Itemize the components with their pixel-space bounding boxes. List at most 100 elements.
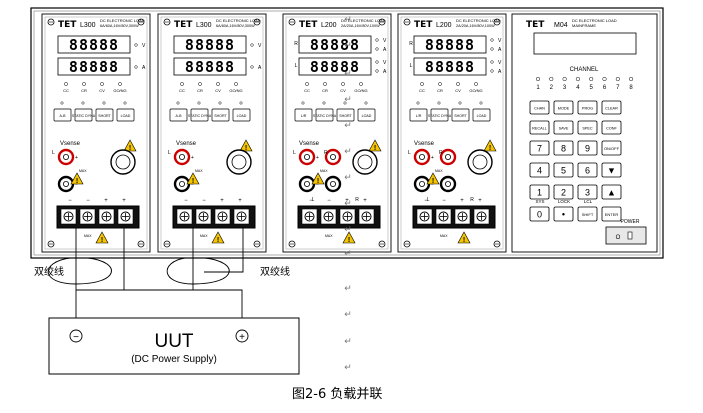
module-button [169, 108, 188, 122]
small-warning-icon [426, 172, 440, 185]
unit-led [375, 69, 379, 73]
uut-negative-terminal [69, 329, 83, 343]
mode-label: CR [81, 88, 87, 93]
button-led [458, 101, 462, 105]
mode-label: CV [99, 88, 105, 93]
button-led [343, 101, 347, 105]
module-button [53, 108, 72, 122]
unit-led [134, 65, 138, 69]
minus-label: − [75, 182, 78, 188]
max-label-strip: MAX [200, 234, 208, 238]
strip-sign: − [86, 198, 90, 204]
return-mark-icon: ↵ [344, 198, 352, 208]
twisted-pair-left [47, 257, 112, 285]
mode-led [359, 82, 363, 86]
button-led [197, 101, 201, 105]
voltage-display [413, 35, 487, 54]
module-spec: 6A/60A,16V/80V,300W [100, 24, 139, 28]
module-button [472, 108, 491, 122]
button-led [102, 101, 106, 105]
mode-led [198, 82, 202, 86]
uut-box: −+UUT(DC Power Supply) [48, 317, 300, 375]
key-sub-label: LOCK [558, 199, 570, 204]
strip-sign: − [327, 198, 331, 204]
load-module-bezel [285, 16, 389, 250]
module-button-label: STATIC DYNA [72, 114, 96, 118]
vsense-label: Vsense [414, 141, 435, 147]
chassis-inner [33, 10, 661, 256]
mode-label: CR [197, 88, 203, 93]
function-key-label: CONF [606, 127, 617, 131]
numeric-key-label: ▼ [607, 166, 616, 176]
unit-label: A [383, 69, 387, 75]
channel-led [589, 76, 594, 82]
vsense-l-label: L [168, 150, 171, 156]
return-mark-icon: ↵ [344, 283, 352, 293]
module-button [409, 108, 428, 122]
numeric-key-label: 5 [561, 166, 566, 176]
channel-l-label: L [410, 63, 413, 69]
function-key [577, 120, 598, 135]
sense-minus-hole [418, 180, 425, 187]
brand-logo: TET [58, 20, 77, 30]
mode-led [305, 82, 309, 86]
channel-number: 1 [536, 85, 540, 91]
twisted-pair-left-label: 双绞线 [34, 265, 64, 278]
wire-load2-pos [204, 228, 244, 273]
unit-label: A [383, 47, 387, 53]
module-button [315, 108, 334, 122]
display-digits: 88888 [185, 36, 235, 54]
function-key [553, 120, 574, 135]
sense-plus-hole [303, 153, 310, 160]
small-warning-icon [186, 172, 200, 185]
button-led [416, 101, 420, 105]
return-mark-icon: ↵ [344, 146, 352, 156]
channel-led [562, 76, 567, 82]
vsense-l-label: L [293, 150, 296, 156]
module-button-label: SHORT [214, 114, 227, 118]
power-switch [605, 226, 647, 245]
numeric-key [529, 184, 550, 200]
button-led [60, 101, 64, 105]
module-button [430, 108, 449, 122]
warning-mark: ! [192, 178, 194, 185]
plus-label: + [75, 155, 78, 161]
mainframe-title: DC ELECTRONIC LOAD [572, 18, 617, 23]
sense-minus-hole [444, 180, 451, 187]
button-led [81, 101, 85, 105]
channel-r-label: R [409, 41, 413, 47]
module-button-label: SHORT [339, 114, 352, 118]
mode-label: CR [322, 88, 328, 93]
function-key-label: CHAN [534, 107, 545, 111]
module-button-label: LOAD [121, 114, 131, 118]
strip-warning-icon [95, 231, 109, 244]
return-mark-icon: ↵ [344, 14, 352, 24]
return-mark-icon: ↵ [344, 362, 352, 372]
mode-label: CR [437, 88, 443, 93]
channel-led [602, 76, 607, 82]
max-label-strip: MAX [325, 234, 333, 238]
numeric-key [601, 184, 622, 200]
numeric-key [577, 184, 598, 200]
current-display [413, 57, 487, 76]
sense-minus-hole [63, 180, 70, 187]
mode-label: GO/NG [113, 88, 126, 93]
module-button-label: A-B [176, 114, 183, 118]
sense-minus-hole [329, 180, 336, 187]
numeric-key [601, 206, 622, 222]
plus-label: + [191, 155, 194, 161]
twisted-pair-right [166, 257, 230, 285]
mode-led [64, 82, 68, 86]
mode-label: GO/NG [469, 88, 482, 93]
adjust-knob-cap [115, 154, 131, 170]
unit-label: V [498, 60, 502, 66]
module-button-label: L/R [416, 114, 422, 118]
function-key [577, 100, 598, 115]
return-mark-icon: ↵ [344, 224, 352, 234]
vsense-r-label: R [439, 150, 443, 156]
return-mark-icon: ↵ [344, 309, 352, 319]
sense-plus-hole [444, 153, 451, 160]
key-sub-label: LCL [584, 199, 593, 204]
